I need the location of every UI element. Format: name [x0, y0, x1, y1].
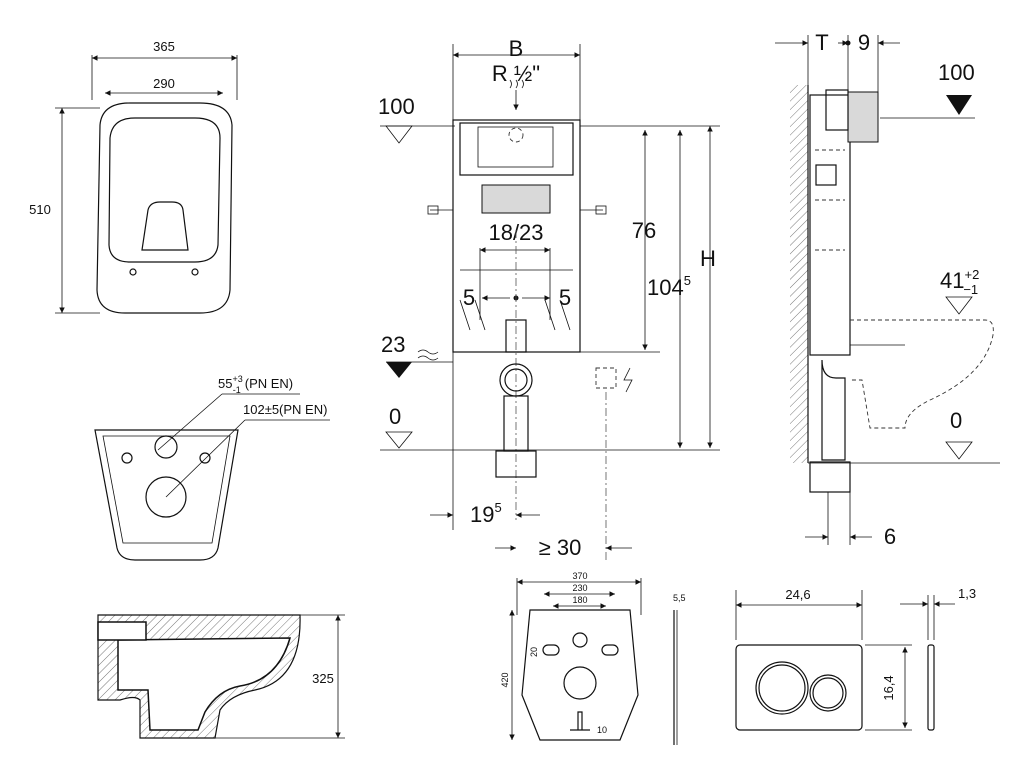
frame-width-label: B	[509, 36, 524, 61]
height-104-label: 1045	[647, 273, 691, 300]
pad-hole-small	[572, 632, 588, 648]
bowl-back-inner	[102, 435, 231, 544]
flush-plate-view: 24,6 16,4 1,3	[735, 586, 976, 731]
side-valve	[815, 164, 837, 186]
wall-hatch	[790, 85, 808, 463]
pad-anchor-slot	[570, 711, 590, 731]
pad-thickness-label: 5,5	[673, 593, 686, 603]
pad-inner-180-label: 180	[572, 595, 587, 605]
bowl-side-view: 325	[97, 614, 345, 739]
seat-length-label: 510	[29, 202, 51, 217]
side-bowl-dashed	[850, 319, 994, 429]
gap-6-label: 6	[884, 524, 896, 549]
min-30-label: ≥ 30	[539, 535, 582, 560]
side-cistern-top	[825, 89, 849, 131]
level-0-left-label: 0	[389, 404, 401, 429]
pad-side-20-label: 20	[529, 647, 539, 657]
side-drain-pipe	[821, 359, 846, 461]
mounting-pad-view: 370 230 180 420 20 10 5,5	[500, 571, 686, 745]
depth-9-label: 9	[858, 30, 870, 55]
seat-width-inner-label: 290	[153, 76, 175, 91]
plate-width-label: 24,6	[785, 587, 810, 602]
side-frame	[809, 94, 851, 356]
large-pipe-hole	[145, 476, 187, 518]
seat-opening	[108, 117, 221, 263]
drain-pipe-end	[495, 450, 537, 478]
seat-hinge-block	[141, 201, 189, 251]
pad-slot-right	[601, 644, 619, 656]
total-height-label: H	[700, 246, 716, 271]
offset-left-label: 5	[463, 285, 475, 310]
plate-side-profile	[927, 644, 935, 731]
seat-hinge-hole-right	[191, 268, 199, 276]
bowl-inlet	[97, 621, 147, 641]
side-level-0-label: 0	[950, 408, 962, 433]
side-level-100-label: 100	[938, 60, 975, 85]
drain-ring-inner	[504, 368, 528, 392]
small-pipe-hole	[154, 435, 178, 459]
bolt-hole-left	[121, 452, 133, 464]
flush-button-large-inner	[758, 664, 806, 712]
flush-button-large	[755, 661, 809, 715]
flush-button-small-inner	[812, 677, 844, 709]
cistern-face	[481, 184, 551, 214]
side-drain-end	[809, 461, 851, 493]
bowl-side-cavity	[117, 637, 291, 731]
depth-t-label: T	[815, 30, 828, 55]
seat-top-view: 365 290 510	[29, 39, 238, 314]
water-connection-label: R ½"	[492, 61, 540, 86]
seat-hinge-hole-left	[129, 268, 137, 276]
electric-box	[595, 367, 617, 389]
plate-height-label: 16,4	[881, 675, 896, 700]
pad-height-label: 420	[500, 672, 510, 687]
bowl-height-label: 325	[312, 671, 334, 686]
seat-outline	[96, 102, 233, 314]
offset-right-label: 5	[559, 285, 571, 310]
flush-plate	[735, 644, 863, 731]
offset-19-label: 195	[470, 500, 502, 527]
side-flush-box	[847, 91, 879, 143]
drain-connector	[505, 319, 527, 353]
large-pipe-label: 102±5(PN EN)	[243, 402, 327, 417]
seat-width-outer-label: 365	[153, 39, 175, 54]
pad-outline	[521, 609, 639, 741]
small-pipe-label: 55+3-1(PN EN)	[218, 374, 293, 395]
frame-front-view: B R ½" 100 18/23 5 5	[378, 36, 720, 560]
water-inlet-dashed	[508, 127, 524, 143]
cistern-top	[459, 122, 574, 176]
pad-hole-large	[563, 666, 597, 700]
bowl-back-outline	[94, 429, 239, 561]
cistern-valve	[477, 126, 554, 168]
height-76-label: 76	[632, 218, 656, 243]
electric-icon	[623, 367, 633, 393]
pad-width-label: 370	[572, 571, 587, 581]
level-41-label: 41+2−1	[940, 267, 979, 297]
pad-bottom-10-label: 10	[597, 725, 607, 735]
bolt-hole-right	[199, 452, 211, 464]
pad-slot-left	[542, 644, 560, 656]
frame-side-view: T 9 100 41+2−1 0 6	[775, 30, 1000, 549]
flush-button-small	[809, 674, 847, 712]
plate-depth-label: 1,3	[958, 586, 976, 601]
level-100-label: 100	[378, 94, 415, 119]
level-23-label: 23	[381, 332, 405, 357]
bowl-back-view: 55+3-1(PN EN) 102±5(PN EN)	[94, 374, 330, 561]
pad-inner-230-label: 230	[572, 583, 587, 593]
